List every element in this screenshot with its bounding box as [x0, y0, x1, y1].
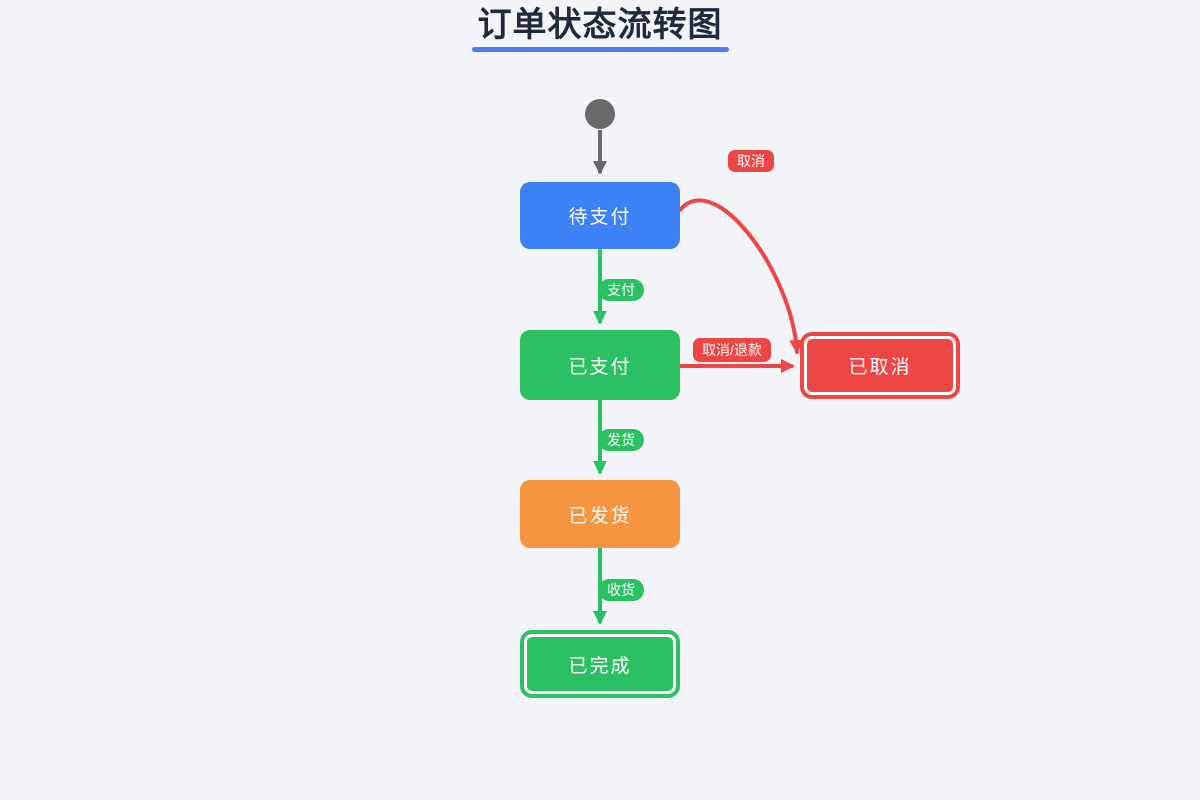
edge-label-cancel-refund: 取消/退款 [693, 338, 771, 362]
title-underline [472, 47, 729, 52]
edge-label-cancel: 取消 [728, 150, 774, 172]
node-paid: 已支付 [520, 330, 680, 400]
node-pending-payment-label: 待支付 [568, 207, 632, 228]
node-cancelled-label: 已取消 [848, 357, 912, 378]
node-cancelled: 已取消 [800, 332, 960, 399]
node-shipped: 已发货 [520, 480, 680, 548]
node-shipped-label: 已发货 [568, 505, 632, 527]
edge-label-pay: 支付 [598, 279, 644, 301]
page-title: 订单状态流转图 [477, 6, 723, 44]
edge-label-receive: 收货 [598, 579, 644, 601]
node-completed: 已完成 [520, 630, 680, 698]
node-paid-label: 已支付 [568, 356, 632, 378]
edge-pending-to-cancelled [678, 198, 804, 354]
node-completed-label: 已完成 [568, 655, 632, 677]
node-pending-payment: 待支付 [520, 182, 680, 249]
edge-label-ship: 发货 [598, 429, 644, 451]
start-node [585, 99, 615, 129]
